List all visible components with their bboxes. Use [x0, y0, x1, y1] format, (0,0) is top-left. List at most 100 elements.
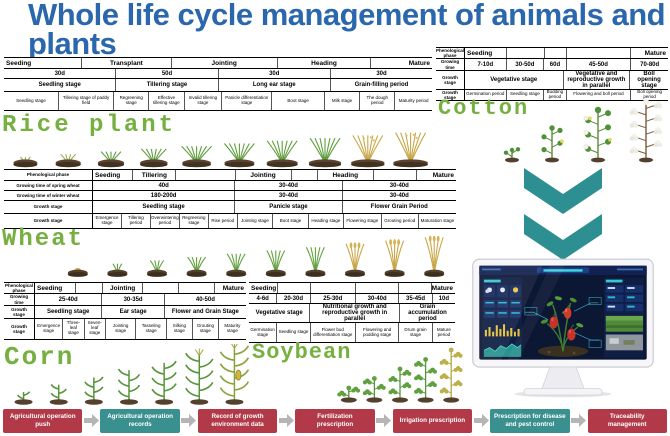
rice-table-cell: Mature: [370, 58, 432, 68]
wheat-table-cell: 40d: [158, 182, 169, 189]
flow-arrow-icon: [278, 414, 294, 427]
field-photo-thumbnail: [605, 315, 643, 332]
soybean-table-cell: 30-40d: [354, 294, 399, 303]
cotton-table-cell: Mature: [629, 48, 668, 59]
corn-row-label: Phenological phase: [5, 283, 35, 294]
wheat-table-cell: Boot stage: [272, 214, 307, 228]
cotton-row-label: Phenological phase: [436, 48, 465, 59]
soybean-table-cell: Mature period: [431, 323, 455, 342]
rice-table-cell: Seeding: [6, 59, 32, 67]
cloud-icon: [500, 287, 505, 293]
flow-step: Record of growth environment data: [197, 408, 278, 433]
monitor-stand: [541, 366, 585, 390]
corn-row-label: Growth stage: [4, 305, 35, 318]
soybean-table-cell: Mature: [430, 283, 453, 293]
flow-step: Agricultural operation records: [100, 408, 180, 433]
wheat-growth-svg: [67, 235, 445, 277]
rice-table-cell: The dough period: [359, 92, 394, 110]
soybean-table-cell: 4-6d: [256, 295, 269, 302]
flow-arrow-icon: [376, 414, 392, 427]
rice-table-cell: 30d: [217, 69, 330, 78]
flow-arrow-icon: [571, 414, 587, 427]
corn-table-cell: Three-leaf stage: [62, 318, 83, 339]
rice-label: Rice plant: [2, 112, 177, 139]
flow-step: Traceability management: [587, 408, 667, 433]
cotton-table-cell: Seeding: [467, 49, 493, 57]
soybean-table-cell: Seeding: [251, 284, 277, 292]
soybean-table-cell: Seedling stage: [276, 323, 309, 342]
sun-icon: [512, 287, 519, 293]
dashboard-left-panel: [482, 277, 523, 358]
wheat-row-label: Phenological phase: [4, 170, 93, 180]
flow-arrow-icon: [181, 414, 197, 427]
corn-table-cell: Grouting stage: [191, 318, 218, 339]
corn-growth-illustrations: [6, 341, 252, 406]
wheat-table-cell: Overwintering period: [149, 214, 179, 228]
rice-table-cell: Boot stage: [271, 92, 324, 110]
dashboard-header: [479, 265, 647, 275]
corn-table-cell: 40-50d: [163, 294, 246, 305]
wheat-table-cell: [290, 170, 317, 180]
corn-table-cell: Maturity stage: [217, 318, 246, 339]
wheat-table-cell: Seedling stage: [142, 204, 185, 210]
cotton-table-cell: Germination period: [466, 91, 505, 97]
wheat-table-cell: Panicle stage: [234, 201, 341, 213]
wheat-table-cell: 180-200d: [150, 192, 177, 199]
cotton-table-cell: Seedling stage: [505, 89, 544, 101]
rice-table-cell: 30d: [329, 69, 432, 78]
rice-table-cell: Heading: [276, 58, 371, 68]
soybean-table-cell: Nutritional growth and reproductive grow…: [309, 304, 399, 322]
corn-row-label: Growing time: [4, 294, 35, 305]
cotton-table-cell: [506, 48, 543, 59]
rice-table-cell: Transplant: [81, 58, 171, 68]
wheat-table-cell: Mature: [415, 170, 456, 180]
wheat-table-cell: 30-40d: [234, 191, 341, 200]
monitor-base: [523, 388, 603, 396]
soybean-table-cell: Grain accumulation period: [398, 304, 455, 322]
cotton-table-cell: 30-50d: [505, 59, 544, 70]
wheat-table-cell: Tillering period: [120, 214, 150, 228]
wheat-table-cell: 30-40d: [341, 191, 456, 200]
soil-photo-thumbnail: [605, 334, 643, 351]
soybean-table-cell: Flowering and podding stage: [354, 323, 399, 342]
corn-label: Corn: [4, 342, 75, 372]
corn-table-cell: Jointing stage: [104, 318, 136, 339]
soybean-table-cell: 10d: [431, 294, 455, 303]
corn-table-cell: [178, 283, 214, 294]
wheat-table-cell: Maturation stage: [417, 214, 456, 228]
corn-table-cell: Silking stage: [165, 318, 192, 339]
rice-table-cell: Seedling stage: [38, 82, 81, 88]
corn-table-cell: Flower and Grain Stage: [163, 305, 246, 318]
wheat-table-cell: Flowering stage: [343, 214, 380, 228]
wheat-table-cell: Grouting period: [380, 214, 418, 228]
dashboard-right-panel: [603, 277, 644, 358]
wheat-table-cell: Heading stage: [307, 214, 343, 228]
corn-table-cell: Seeding: [37, 284, 63, 292]
flow-step: Fertilization prescription: [295, 408, 375, 433]
corn-table-cell: Seedling stage: [47, 308, 90, 315]
dashboard-plant: [524, 296, 602, 357]
dashboard-bar-chart: [484, 324, 520, 337]
corn-table-cell: Ear stage: [101, 305, 163, 318]
cotton-row-label: Growth stage: [436, 89, 465, 101]
corn-table-cell: Jointing: [101, 283, 142, 294]
cotton-table-cell: [565, 48, 630, 59]
rice-table-cell: Maturity period: [394, 92, 432, 110]
flow-step: Prescription for disease and pest contro…: [490, 408, 570, 433]
wheat-table-cell: Heading: [316, 170, 373, 180]
soybean-growth-svg: [337, 347, 463, 403]
cotton-row-label: Growing time: [436, 59, 465, 70]
wheat-table-cell: 30-40d: [234, 181, 341, 190]
flow-arrow-icon: [83, 414, 99, 427]
